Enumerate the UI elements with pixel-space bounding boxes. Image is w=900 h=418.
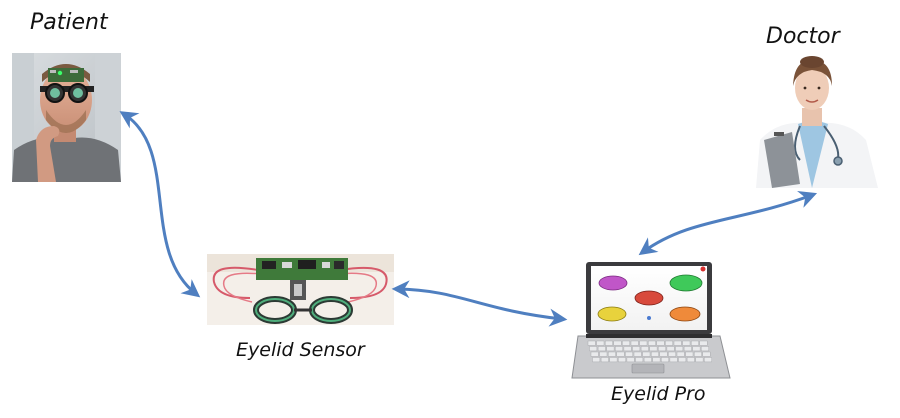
doctor-photo xyxy=(756,56,878,188)
connector-sensor-pro xyxy=(391,280,568,327)
patient-label: Patient xyxy=(30,10,108,35)
connector-patient-sensor xyxy=(119,111,201,298)
eyelid-sensor-label: Eyelid Sensor xyxy=(236,339,365,361)
eyelid-pro-label: Eyelid Pro xyxy=(611,383,706,405)
screen-app-bubbles xyxy=(597,266,706,322)
keyboard xyxy=(587,340,712,363)
eyelid-sensor-device xyxy=(207,254,394,325)
patient-photo xyxy=(12,53,121,182)
doctor-label: Doctor xyxy=(766,24,840,49)
laptop-icon xyxy=(571,262,731,379)
connector-pro-doctor xyxy=(638,190,818,256)
